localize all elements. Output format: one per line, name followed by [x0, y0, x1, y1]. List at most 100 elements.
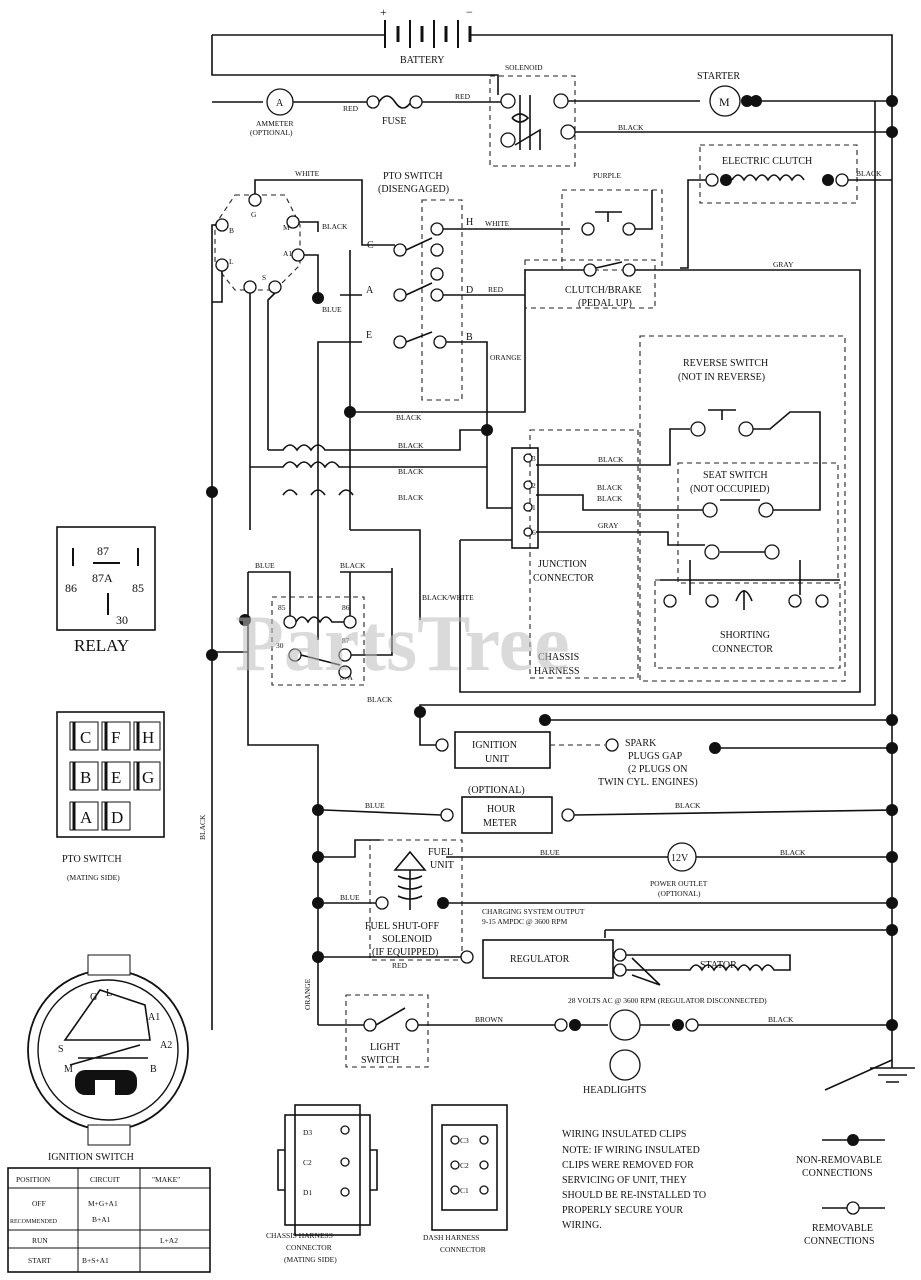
clips-note-line5: PROPERLY SECURE YOUR	[562, 1205, 683, 1216]
fuse-label: FUSE	[382, 116, 406, 127]
wire-black-2: BLACK	[598, 455, 624, 464]
chassis-conn-line3: (MATING SIDE)	[284, 1255, 337, 1264]
wire-black-8: BLACK	[367, 695, 393, 704]
ign-term-l: L	[229, 257, 234, 266]
light-switch: LIGHT SWITCH BROWN BLACK HEADLIGHTS	[318, 994, 892, 1096]
ign-draw-g: G	[90, 992, 97, 1003]
wire-gray-clutch: GRAY	[773, 260, 794, 269]
ign-term-a1: A1	[283, 249, 292, 258]
light-switch-line1: LIGHT	[370, 1042, 400, 1053]
relay-pin-30: 30	[276, 641, 284, 650]
wire-blue-fuel: BLUE	[340, 893, 360, 902]
pto-letter-h: H	[466, 217, 473, 228]
clips-note-line2: CLIPS WERE REMOVED FOR	[562, 1160, 694, 1171]
clutch-brake: PURPLE CLUTCH/BRAKE (PEDAL UP) GRAY BLAC…	[344, 171, 861, 580]
ammeter-note: (OPTIONAL)	[250, 128, 293, 137]
power-outlet-line2: (OPTIONAL)	[658, 889, 701, 898]
relay-pin-87: 87	[342, 636, 350, 645]
pto-pin-e: E	[111, 768, 121, 787]
ign-term-b: B	[229, 226, 234, 235]
fuel-shutoff-line1: FUEL SHUT-OFF	[365, 921, 439, 932]
spark-line1: SPARK	[625, 738, 657, 749]
wire-black-1: BLACK	[396, 413, 422, 422]
battery-label: BATTERY	[400, 55, 444, 66]
pto-pin-a: A	[80, 808, 93, 827]
pto-letter-d: D	[466, 285, 473, 296]
wire-black-vertical: BLACK	[198, 814, 207, 840]
wire-black-solenoid: BLACK	[618, 123, 644, 132]
seat-line2: (NOT OCCUPIED)	[690, 484, 770, 495]
electric-clutch-label: ELECTRIC CLUTCH	[722, 156, 812, 167]
pto-mating: C F H B E G A D PTO SWITCH (MATING SIDE)	[56, 711, 165, 882]
ignition-table: POSITION CIRCUIT "MAKE" OFF M+G+A1 RECOM…	[7, 1167, 211, 1273]
wire-black-light: BLACK	[768, 1015, 794, 1024]
ign-off: OFF	[32, 1199, 46, 1208]
charging-line1: CHARGING SYSTEM OUTPUT	[482, 907, 585, 916]
ignition-switch-wiring: G M A1 B L S WHITE BLACK BLUE	[211, 169, 395, 1030]
relay-wiring: 85 86 30 87 87A BLUE BLACK	[206, 486, 393, 686]
ign-th-position: POSITION	[16, 1175, 51, 1184]
ign-term-m: M	[283, 223, 290, 232]
pto-pin-c: C	[80, 728, 91, 747]
solenoid-label: SOLENOID	[505, 63, 543, 72]
wire-black-3: BLACK	[597, 483, 623, 492]
ign-draw-l: L	[106, 988, 112, 999]
battery: + − BATTERY	[211, 5, 893, 700]
relay-comp-87: 87	[97, 544, 109, 558]
starter-label: STARTER	[697, 71, 740, 82]
wire-black-outlet: BLACK	[780, 848, 806, 857]
wire-black-ign: BLACK	[322, 222, 348, 231]
wire-black-6: BLACK	[398, 467, 424, 476]
ammeter-symbol: A	[276, 98, 284, 109]
relay-comp-30: 30	[116, 613, 128, 627]
relay-label: RELAY	[74, 636, 129, 655]
pto-mating-note: (MATING SIDE)	[67, 873, 120, 882]
clips-note-line1: NOTE: IF WIRING INSULATED	[562, 1145, 700, 1156]
harness-crossings: BLACK BLACK BLACK BLACK/WHITE	[250, 424, 493, 620]
ign-start: START	[28, 1256, 51, 1265]
ign-start-circuit: B+S+A1	[82, 1256, 109, 1265]
clips-note: WIRING INSULATED CLIPS NOTE: IF WIRING I…	[562, 1129, 706, 1231]
clutch-brake-line1: CLUTCH/BRAKE	[565, 285, 642, 296]
legend: NON-REMOVABLE CONNECTIONS REMOVABLE CONN…	[796, 1134, 885, 1247]
pto-mating-label: PTO SWITCH	[62, 854, 122, 865]
junction-pin-6: 6	[532, 528, 536, 537]
seat-line1: SEAT SWITCH	[703, 470, 768, 481]
dash-pin-c1: C1	[460, 1186, 469, 1195]
ign-run: RUN	[32, 1236, 48, 1245]
hour-meter: (OPTIONAL) HOUR METER BLUE BLACK	[323, 785, 893, 834]
seat-switch: SEAT SWITCH (NOT OCCUPIED) BLACK BLACK G…	[536, 462, 839, 584]
junction-connector: 3 2 1 6 JUNCTION CONNECTOR CHASSIS HARNE…	[459, 429, 861, 693]
chassis-conn-line1: CHASSIS HARNESS	[266, 1231, 333, 1240]
wire-purple-label: PURPLE	[593, 171, 621, 180]
spark-line3: (2 PLUGS ON	[628, 764, 687, 775]
chassis-harness-line1: CHASSIS	[538, 652, 579, 663]
wire-black-clutch: BLACK	[856, 169, 882, 178]
chassis-conn-line2: CONNECTOR	[286, 1243, 332, 1252]
wire-black-7: BLACK	[398, 493, 424, 502]
wire-white-pto: WHITE	[485, 219, 510, 228]
wire-orange-pto: ORANGE	[490, 353, 522, 362]
spark-line2: PLUGS GAP	[628, 751, 683, 762]
wire-white-ign: WHITE	[295, 169, 320, 178]
reverse-switch: REVERSE SWITCH (NOT IN REVERSE) BLACK	[536, 335, 846, 682]
ign-draw-m: M	[64, 1064, 73, 1075]
wire-black-5: BLACK	[398, 441, 424, 450]
dash-pin-c3: C3	[460, 1136, 469, 1145]
relay-pin-86: 86	[342, 603, 350, 612]
legend-removable-line2: CONNECTIONS	[804, 1236, 875, 1247]
legend-removable-dot	[846, 1201, 860, 1215]
reverse-line1: REVERSE SWITCH	[683, 358, 768, 369]
wire-red-label: RED	[343, 104, 359, 113]
wire-blue-ign: BLUE	[322, 305, 342, 314]
ignition-unit: IGNITION UNIT SPARK PLUGS GAP (2 PLUGS O…	[435, 731, 892, 788]
chassis-pin-d1: D1	[303, 1188, 312, 1197]
stator-note: 28 VOLTS AC @ 3600 RPM (REGULATOR DISCON…	[568, 996, 767, 1005]
legend-non-removable-line2: CONNECTIONS	[802, 1168, 873, 1179]
headlights-label: HEADLIGHTS	[583, 1085, 646, 1096]
charging-line2: 9-15 AMPDC @ 3600 RPM	[482, 917, 568, 926]
clips-note-title: WIRING INSULATED CLIPS	[562, 1129, 686, 1140]
ign-run-circuit: B+A1	[92, 1215, 111, 1224]
wire-black-hour: BLACK	[675, 801, 701, 810]
dash-conn-line2: CONNECTOR	[440, 1245, 486, 1254]
